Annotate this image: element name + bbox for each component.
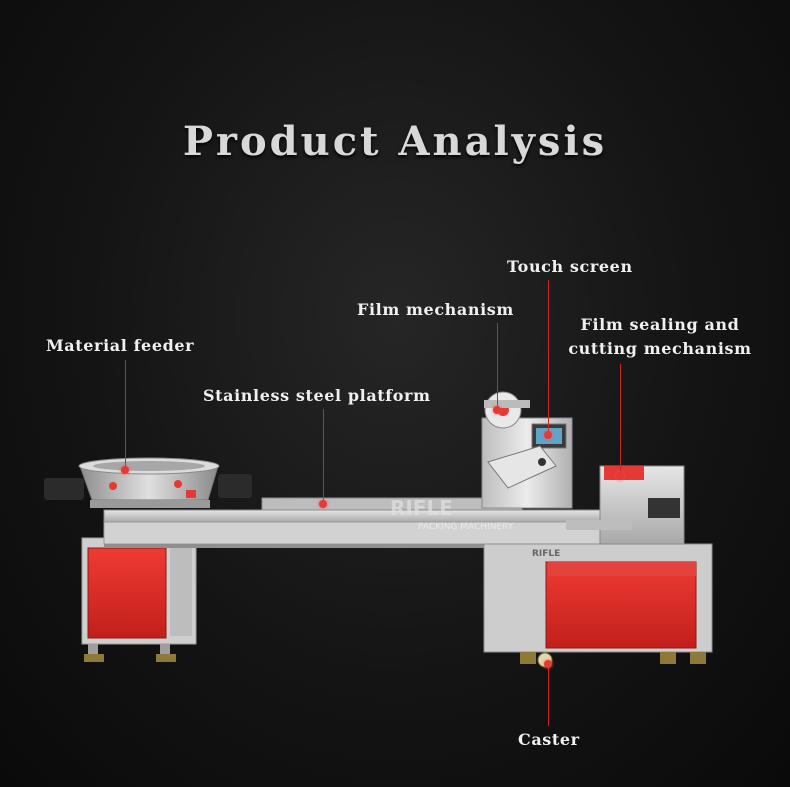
label-touch-screen: Touch screen [507, 257, 633, 276]
callout-dot-caster [544, 660, 552, 668]
right-machine-body [483, 465, 713, 668]
label-film-sealing-line2: cutting mechanism [568, 339, 752, 358]
stainless-steel-platform [103, 497, 635, 548]
left-cabinet [81, 537, 197, 662]
label-caster: Caster [518, 730, 580, 749]
film-mechanism-tower [481, 391, 573, 509]
label-film-mechanism: Film mechanism [357, 300, 514, 319]
leader-material-feeder [125, 360, 126, 468]
machine-brand-plate: RIFLE [532, 549, 560, 559]
label-material-feeder: Material feeder [46, 336, 195, 355]
page-title: Product Analysis [182, 118, 608, 165]
callout-dot-material-feeder [121, 466, 129, 474]
leader-film-sealing [620, 364, 621, 474]
callout-dot-stainless-platform [319, 500, 327, 508]
machine-brand-subtitle: PACKING MACHINERY [418, 522, 514, 532]
leader-stainless-platform [323, 409, 324, 501]
callout-dot-film-mechanism [493, 406, 501, 414]
label-film-sealing-line1: Film sealing and [580, 315, 740, 334]
leader-caster [548, 664, 549, 726]
leader-touch-screen [548, 280, 549, 432]
callout-dot-touch-screen [544, 431, 552, 439]
callout-dot-film-sealing [616, 472, 624, 480]
machine-brand-logo: RIFLE [390, 496, 453, 520]
label-stainless-platform: Stainless steel platform [203, 386, 431, 405]
leader-film-mechanism [497, 323, 498, 407]
material-feeder-bowl [44, 457, 252, 508]
